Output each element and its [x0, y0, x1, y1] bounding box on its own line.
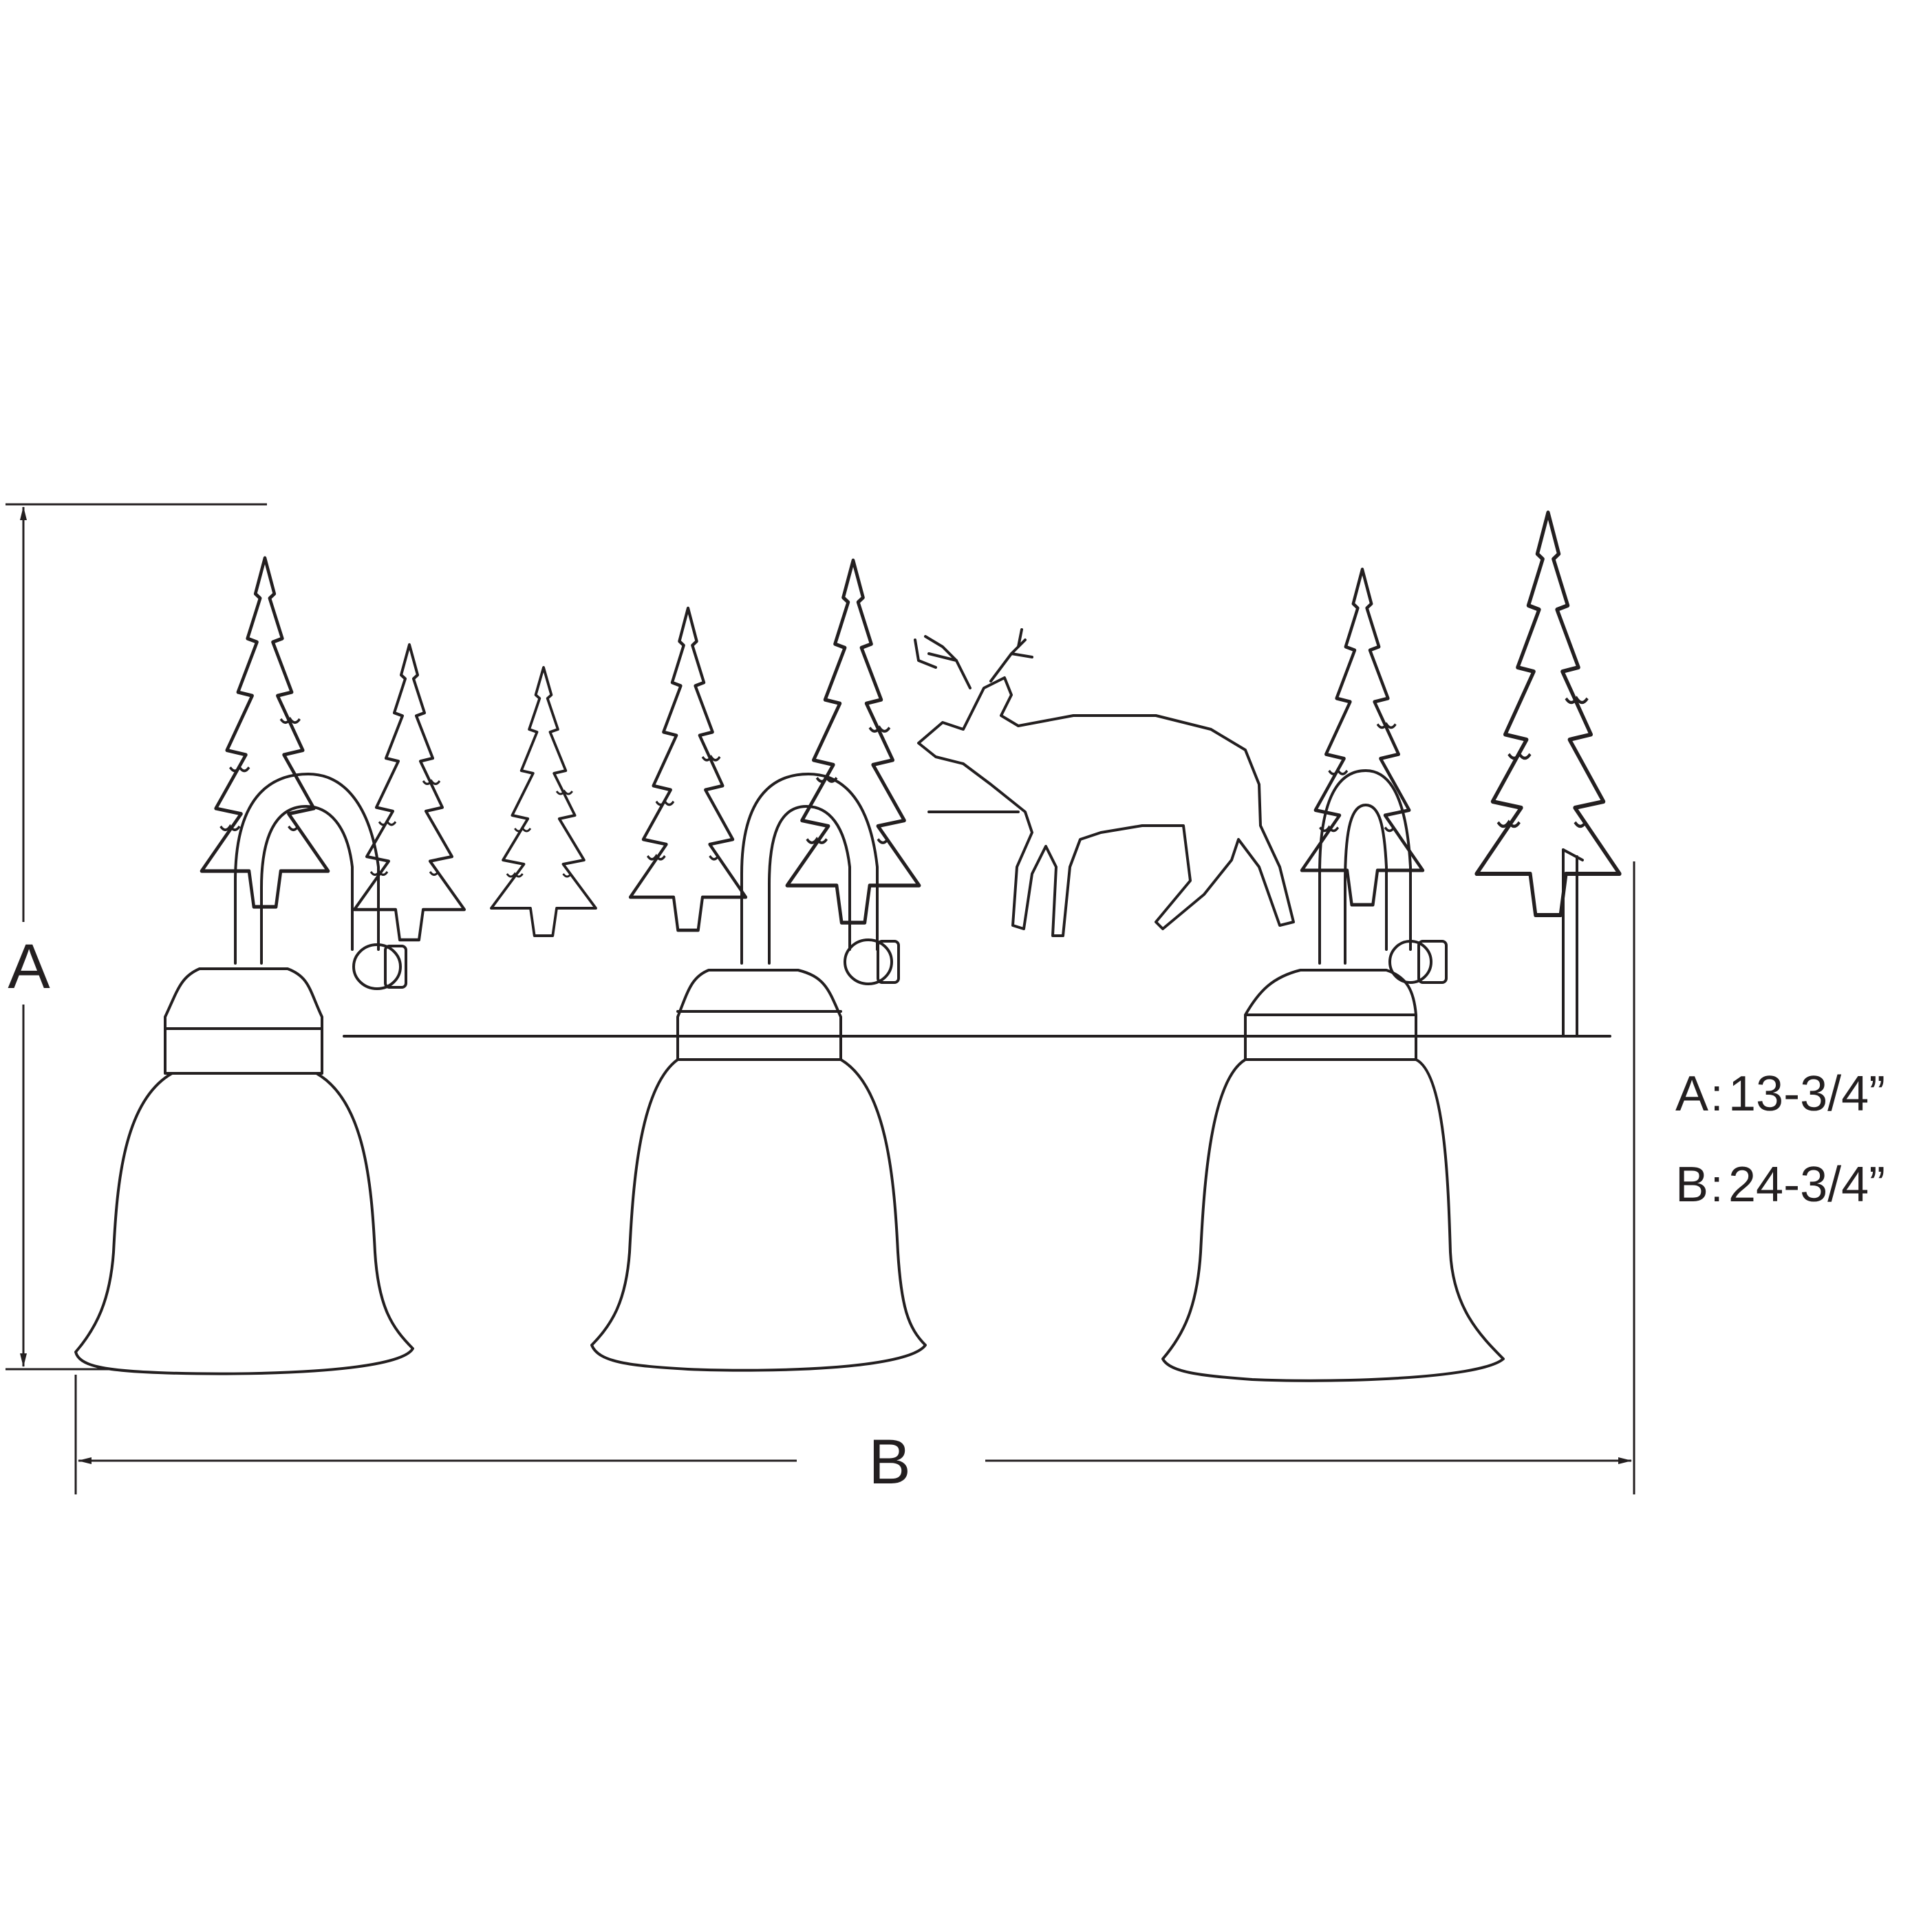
lamp-arm [1318, 769, 1412, 965]
spec-a-value: 13-3/4” [1728, 1066, 1885, 1121]
pine-tree [630, 608, 746, 930]
lamp-socket-ring [384, 945, 407, 989]
dimension-b-letter: B [868, 1427, 910, 1497]
lamp-left [74, 773, 414, 1375]
dimension-a-letter: A [8, 932, 50, 1002]
pine-tree-row [202, 513, 1620, 940]
spec-b-letter: B [1675, 1157, 1708, 1212]
spec-legend: A : 13-3/4” B : 24-3/4” [1675, 1066, 1885, 1212]
back-plate-depth-top [1562, 848, 1584, 861]
lamp-holder [676, 969, 842, 1061]
pine-tree [354, 645, 464, 940]
lamp-glass-shade [1161, 1058, 1505, 1382]
dimension-b: B [74, 861, 1635, 1497]
lamp-right [1161, 769, 1505, 1382]
lamp-glass-shade [74, 1072, 414, 1375]
dimension-a: A [6, 503, 267, 1371]
pine-tree [490, 666, 597, 937]
spec-a-letter: A [1675, 1066, 1708, 1121]
pine-tree [1477, 513, 1620, 915]
lamp-socket-cap [352, 943, 402, 990]
back-plate [343, 811, 1611, 1038]
deer-silhouette [914, 628, 1295, 937]
lamp-arm [234, 773, 380, 965]
lamp-holder [1244, 969, 1417, 1061]
lamp-arm [740, 773, 879, 965]
lamp-socket-ring [1417, 940, 1448, 984]
lamp-socket-ring [877, 940, 900, 984]
lamp-glass-shade [590, 1058, 927, 1372]
spec-a-separator: : [1710, 1069, 1723, 1120]
lamp-holder [164, 967, 323, 1075]
pine-tree [787, 561, 919, 923]
lamp-socket-cap [1388, 940, 1432, 984]
spec-b-separator: : [1710, 1160, 1723, 1211]
lamp-center [590, 773, 927, 1372]
lamp-socket-cap [844, 938, 893, 985]
spec-b-value: 24-3/4” [1728, 1157, 1885, 1212]
